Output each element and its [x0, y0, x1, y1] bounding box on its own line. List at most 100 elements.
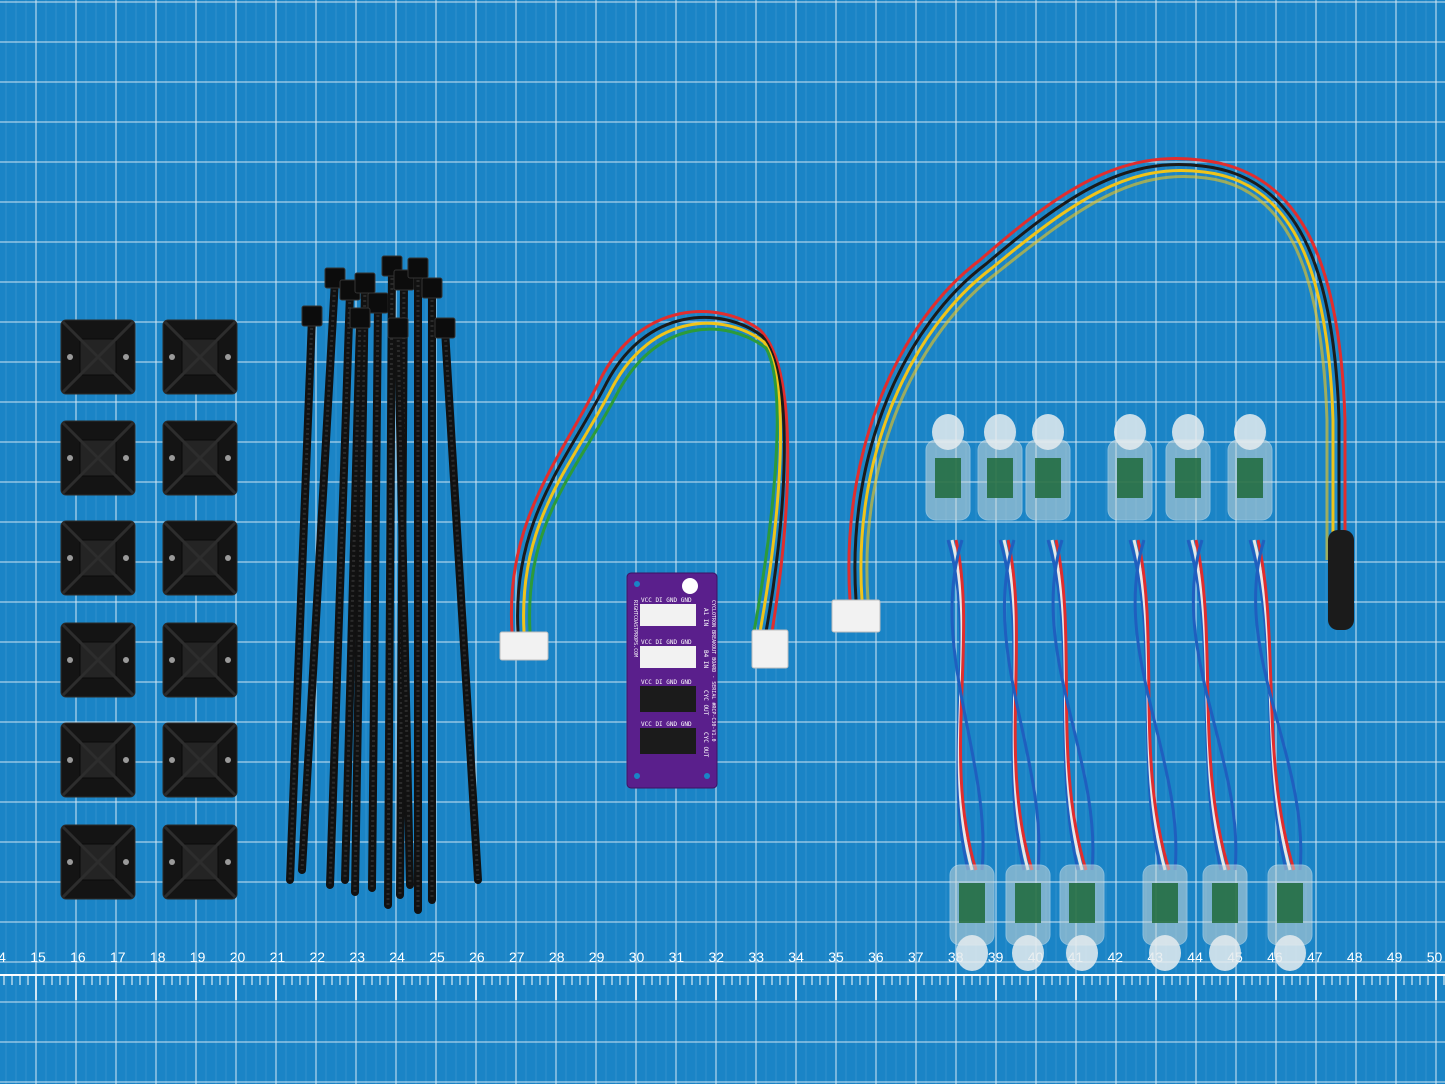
ruler-number: 34	[788, 949, 804, 965]
ruler-number: 4	[0, 949, 6, 965]
mount-hole	[634, 581, 640, 587]
jst-connector-left	[499, 631, 549, 661]
ruler-number: 24	[389, 949, 405, 965]
led-module	[925, 414, 971, 521]
led-wire-bundle	[1046, 539, 1095, 871]
led-module	[1059, 864, 1105, 971]
ruler-number: 44	[1187, 949, 1203, 965]
ruler-number: 47	[1307, 949, 1323, 965]
ruler-number: 18	[150, 949, 166, 965]
cable-tie-mount	[162, 520, 238, 596]
cable-tie-mount	[60, 319, 136, 395]
ruler-number: 31	[669, 949, 685, 965]
ruler-number: 39	[988, 949, 1004, 965]
pcb-header-label-2: VCC DI GND GND	[641, 639, 692, 646]
zip-tie	[421, 277, 443, 904]
led-wire-bundle	[1128, 539, 1178, 871]
pcb-side-text: CYCLOTRON BREAKOUT BOARD - SERIAL #RCP-C…	[710, 600, 716, 741]
ruler-number: 49	[1387, 949, 1403, 965]
ruler-number: 29	[589, 949, 605, 965]
pcb-maker-text: RIGHTCOASTPROPS.COM	[632, 600, 638, 657]
ruler-number: 36	[868, 949, 884, 965]
cable-tie-mount	[60, 622, 136, 698]
ruler-number: 22	[310, 949, 326, 965]
led-wire-bundle	[946, 539, 985, 871]
led-wire-bundle	[1186, 539, 1238, 871]
ruler-number: 48	[1347, 949, 1363, 965]
led-module	[949, 864, 995, 971]
cable-tie-mount	[60, 420, 136, 496]
ruler-number: 33	[748, 949, 764, 965]
zip-tie	[341, 307, 371, 884]
led-module	[1267, 864, 1313, 971]
mat-ruler: 4 15 16 17 18 19 20 21 22 23 24 25 26 27 28 29 30 31 32 33 3…	[0, 949, 1445, 1000]
ruler-number: 19	[190, 949, 206, 965]
pcb-header-1	[640, 604, 696, 626]
cable-tie-mount	[162, 824, 238, 900]
zip-tie	[367, 292, 389, 892]
ruler-number: 30	[629, 949, 645, 965]
led-modules	[925, 414, 1313, 971]
cable-tie-mount	[162, 420, 238, 496]
breakout-pcb: VCC DI GND GND VCC DI GND GND VCC DI GND…	[626, 572, 718, 789]
ruler-number: 32	[709, 949, 725, 965]
ruler-number: 27	[509, 949, 525, 965]
pcb-port-label-3: CYC OUT	[702, 690, 709, 716]
mount-hole	[634, 773, 640, 779]
cable-tie-mount	[60, 722, 136, 798]
cable-tie-mount	[162, 622, 238, 698]
cable-tie-mount	[60, 824, 136, 900]
mount-hole	[704, 773, 710, 779]
led-input-connector	[831, 599, 881, 633]
ruler-number: 35	[828, 949, 844, 965]
led-module	[1202, 864, 1248, 971]
led-wire-bundle	[998, 539, 1041, 871]
ruler-number: 28	[549, 949, 565, 965]
ruler-number: 42	[1108, 949, 1124, 965]
pcb-logo	[682, 578, 698, 594]
ruler-number: 20	[230, 949, 246, 965]
led-module	[1165, 414, 1211, 521]
led-wire-bundle	[1248, 539, 1303, 871]
ruler-number: 50	[1427, 949, 1443, 965]
ruler-number: 17	[110, 949, 126, 965]
zip-ties-bundle	[286, 255, 482, 914]
led-module	[1227, 414, 1273, 521]
pcb-port-label-4: CYC OUT	[702, 732, 709, 758]
zip-tie	[351, 272, 376, 896]
jst-connector-right	[751, 629, 789, 669]
led-module	[1005, 864, 1051, 971]
zip-tie	[286, 305, 323, 884]
pcb-port-label-1: A1 IN	[702, 608, 709, 626]
pcb-header-2	[640, 646, 696, 668]
cable-tie-mount	[162, 722, 238, 798]
cable-tie-mounts	[60, 319, 238, 900]
pcb-header-label-1: VCC DI GND GND	[641, 597, 692, 604]
zip-tie	[326, 279, 361, 889]
pcb-header-label-4: VCC DI GND GND	[641, 721, 692, 728]
zip-tie	[407, 257, 429, 914]
heat-shrink	[1328, 530, 1354, 630]
cable-tie-mount	[162, 319, 238, 395]
cable-tie-mount	[60, 520, 136, 596]
pcb-header-3	[640, 686, 696, 712]
led-module	[977, 414, 1023, 521]
zip-tie	[434, 317, 482, 884]
led-lead-cable	[831, 157, 1354, 633]
ruler-number: 15	[30, 949, 46, 965]
ruler-number: 21	[270, 949, 286, 965]
led-module	[1025, 414, 1071, 521]
ruler-number: 26	[469, 949, 485, 965]
ruler-number: 16	[70, 949, 86, 965]
pcb-header-4	[640, 728, 696, 754]
ruler-number: 37	[908, 949, 924, 965]
ruler-number: 25	[429, 949, 445, 965]
ruler-number: 23	[349, 949, 365, 965]
zip-tie	[387, 317, 414, 889]
led-module	[1142, 864, 1188, 971]
pcb-header-label-3: VCC DI GND GND	[641, 679, 692, 686]
led-module	[1107, 414, 1153, 521]
jst-cable	[499, 310, 790, 669]
pcb-port-label-2: B4 IN	[702, 650, 709, 668]
